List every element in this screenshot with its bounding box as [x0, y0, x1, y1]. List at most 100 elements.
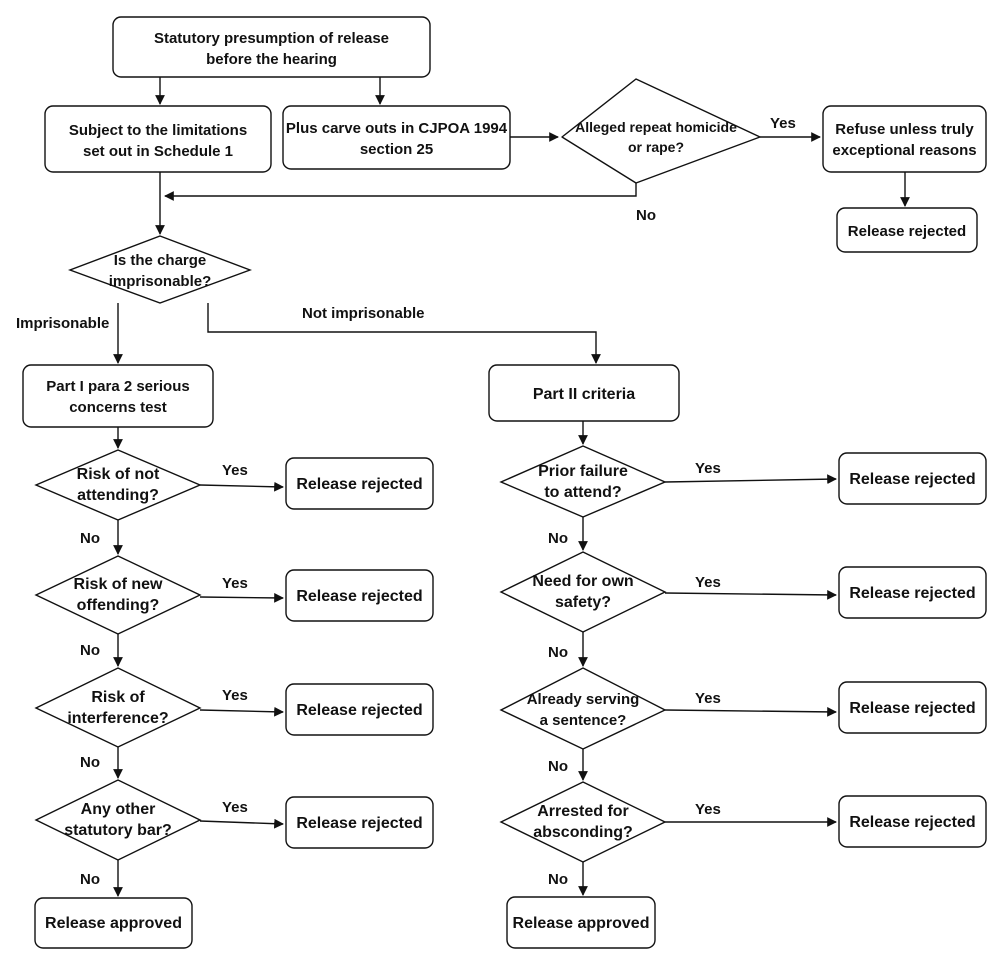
- label-rq1-no: No: [548, 530, 568, 547]
- node-label: Is the charge: [114, 252, 207, 269]
- node-label: Release rejected: [848, 223, 966, 240]
- node-part-1-serious-concerns: Part I para 2 serious concerns test: [22, 364, 214, 428]
- node-label: Release rejected: [296, 476, 422, 493]
- node-label: Need for own: [532, 573, 633, 590]
- node-label: Release approved: [513, 915, 650, 932]
- label-lq4-no: No: [80, 871, 100, 888]
- node-label: Release rejected: [296, 815, 422, 832]
- label-lq2-yes: Yes: [222, 575, 248, 592]
- node-label: Release rejected: [296, 588, 422, 605]
- label-rq4-no: No: [548, 871, 568, 888]
- node-release-rejected-right-3: Release rejected: [838, 681, 987, 734]
- node-label: attending?: [77, 487, 159, 504]
- edge-labels: Yes No Imprisonable Not imprisonable Yes…: [16, 115, 796, 888]
- node-label: Risk of not: [77, 466, 160, 483]
- label-rq2-yes: Yes: [695, 574, 721, 591]
- decision-other-statutory-bar: Any other statutory bar?: [34, 779, 202, 861]
- node-release-rejected-left-2: Release rejected: [285, 569, 434, 622]
- node-label: Plus carve outs in CJPOA 1994: [286, 120, 508, 137]
- node-release-rejected-top: Release rejected: [836, 207, 978, 253]
- edges: [113, 77, 910, 897]
- label-lq1-yes: Yes: [222, 462, 248, 479]
- label-rq3-yes: Yes: [695, 690, 721, 707]
- node-part-2-criteria: Part II criteria: [488, 364, 680, 422]
- edge-lq2-yes: [199, 592, 284, 603]
- edge-repeat-no-back: [164, 183, 637, 201]
- label-imprisonable: Imprisonable: [16, 315, 109, 332]
- node-label: Release approved: [45, 915, 182, 932]
- node-label: Part II criteria: [533, 386, 635, 403]
- label-lq4-yes: Yes: [222, 799, 248, 816]
- node-schedule-1-limitations: Subject to the limitations set out in Sc…: [44, 105, 272, 173]
- node-label: Part I para 2 serious: [46, 378, 189, 395]
- decision-already-serving-sentence: Already serving a sentence?: [499, 667, 667, 750]
- label-rq4-yes: Yes: [695, 801, 721, 818]
- label-lq3-no: No: [80, 754, 100, 771]
- node-label: Risk of: [91, 689, 145, 706]
- node-refuse-unless-exceptional: Refuse unless truly exceptional reasons: [822, 105, 987, 173]
- node-release-rejected-right-4: Release rejected: [838, 795, 987, 848]
- label-repeat-no: No: [636, 207, 656, 224]
- label-rq2-no: No: [548, 644, 568, 661]
- node-label: offending?: [77, 597, 160, 614]
- decision-risk-interference: Risk of interference?: [34, 667, 202, 748]
- node-release-rejected-right-1: Release rejected: [838, 452, 987, 505]
- node-label: Release rejected: [296, 702, 422, 719]
- node-label: Alleged repeat homicide: [575, 119, 737, 135]
- edge-not-imprisonable-to-part2: [207, 303, 601, 364]
- node-release-rejected-right-2: Release rejected: [838, 566, 987, 619]
- node-cjpoa-carve-outs: Plus carve outs in CJPOA 1994 section 25: [282, 105, 511, 170]
- node-label: Release rejected: [849, 471, 975, 488]
- node-release-rejected-left-1: Release rejected: [285, 457, 434, 510]
- node-label: Arrested for: [537, 803, 629, 820]
- node-label: statutory bar?: [64, 822, 172, 839]
- node-label: interference?: [67, 710, 168, 727]
- node-label: section 25: [360, 141, 433, 158]
- label-lq2-no: No: [80, 642, 100, 659]
- decision-risk-new-offending: Risk of new offending?: [34, 555, 202, 635]
- node-label: Prior failure: [538, 463, 628, 480]
- node-label: Any other: [81, 801, 156, 818]
- edge-rq1-yes: [664, 474, 837, 485]
- nodes: Statutory presumption of release before …: [22, 16, 987, 949]
- edge-lq3-yes: [199, 706, 284, 717]
- node-release-approved-right: Release approved: [506, 896, 656, 949]
- node-release-rejected-left-4: Release rejected: [285, 796, 434, 849]
- edge-rq2-yes: [664, 589, 837, 600]
- node-label: Already serving: [527, 691, 640, 708]
- decision-arrested-for-absconding: Arrested for absconding?: [499, 781, 667, 863]
- node-release-approved-left: Release approved: [34, 897, 193, 949]
- edge-rq3-yes: [664, 706, 837, 717]
- node-label: Statutory presumption of release: [154, 30, 389, 47]
- decision-is-charge-imprisonable: Is the charge imprisonable?: [67, 235, 253, 304]
- node-label: Risk of new: [74, 576, 163, 593]
- decision-repeat-homicide-rape: Alleged repeat homicide or rape?: [561, 78, 761, 184]
- label-rq3-no: No: [548, 758, 568, 775]
- decision-prior-failure-to-attend: Prior failure to attend?: [499, 445, 667, 518]
- edge-lq4-yes: [199, 818, 284, 829]
- node-label: Release rejected: [849, 814, 975, 831]
- label-lq3-yes: Yes: [222, 687, 248, 704]
- decision-need-for-own-safety: Need for own safety?: [499, 551, 667, 633]
- node-label: set out in Schedule 1: [83, 143, 233, 160]
- node-label: exceptional reasons: [832, 142, 976, 159]
- edge-lq1-yes: [199, 481, 284, 492]
- node-label: Release rejected: [849, 700, 975, 717]
- label-rq1-yes: Yes: [695, 460, 721, 477]
- node-label: Release rejected: [849, 585, 975, 602]
- node-label: to attend?: [544, 484, 621, 501]
- node-statutory-presumption: Statutory presumption of release before …: [112, 16, 431, 78]
- label-not-imprisonable: Not imprisonable: [302, 305, 425, 322]
- node-label: Subject to the limitations: [69, 122, 247, 139]
- node-label: before the hearing: [206, 51, 337, 68]
- node-label: absconding?: [533, 824, 633, 841]
- node-release-rejected-left-3: Release rejected: [285, 683, 434, 736]
- label-lq1-no: No: [80, 530, 100, 547]
- node-label: imprisonable?: [109, 273, 212, 290]
- decision-risk-not-attending: Risk of not attending?: [34, 449, 202, 521]
- node-label: or rape?: [628, 139, 684, 155]
- node-label: concerns test: [69, 399, 167, 416]
- node-label: safety?: [555, 594, 611, 611]
